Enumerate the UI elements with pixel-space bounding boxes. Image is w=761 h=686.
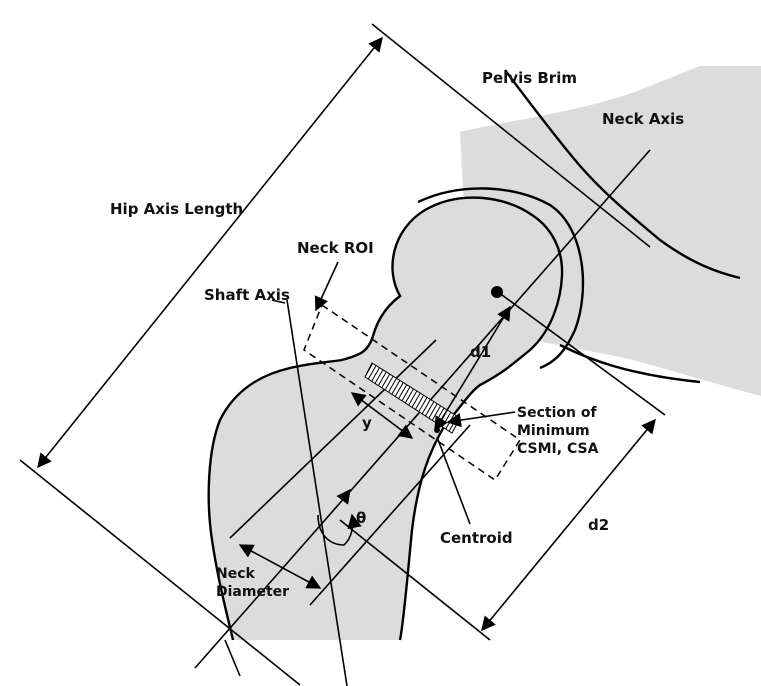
label-section-line1: Section of <box>517 405 597 421</box>
femur-outline-medial <box>398 424 447 641</box>
y-arrow <box>350 392 414 439</box>
shaft-axis-pointer <box>271 299 286 304</box>
neck-diameter-arrow <box>238 544 322 589</box>
hip-axis-top-extension <box>371 23 651 248</box>
label-neck-roi: Neck ROI <box>297 239 374 257</box>
centroid-perpendicular <box>339 519 491 641</box>
hip-axis-length-arrow <box>37 36 383 469</box>
label-y: y <box>362 414 372 432</box>
label-shaft-axis: Shaft Axis <box>204 286 290 304</box>
centroid-pointer <box>436 436 471 525</box>
label-hip-axis-length: Hip Axis Length <box>110 200 243 218</box>
hip-axis-bottom-extension <box>19 459 301 686</box>
neck-roi-pointer <box>314 261 339 312</box>
pelvis-lower-contour <box>559 343 701 384</box>
label-d2: d2 <box>588 516 609 534</box>
label-theta: θ <box>356 509 366 527</box>
label-pelvis-brim: Pelvis Brim <box>482 69 577 87</box>
label-centroid: Centroid <box>440 529 513 547</box>
lower-shaft-mark <box>224 639 241 677</box>
d2-arrow <box>481 418 656 632</box>
femoral-head-center <box>491 286 503 298</box>
label-d1: d1 <box>470 343 491 361</box>
shaft-axis-line <box>286 299 348 686</box>
label-neck-diameter-line2: Diameter <box>216 584 289 600</box>
label-neck-axis: Neck Axis <box>602 110 684 128</box>
theta-arc <box>317 513 362 546</box>
pelvis-brim-curve <box>504 69 741 280</box>
head-perpendicular <box>497 291 666 416</box>
theta-arrow-tip <box>336 488 351 505</box>
label-neck-diameter-line1: Neck <box>216 566 256 582</box>
neck-parallel-line-upper <box>229 339 437 539</box>
d1-arrow <box>434 305 511 432</box>
centroid-dot <box>434 427 440 433</box>
label-section-line3: CSMI, CSA <box>517 441 599 457</box>
label-section-line2: Minimum <box>517 423 590 439</box>
